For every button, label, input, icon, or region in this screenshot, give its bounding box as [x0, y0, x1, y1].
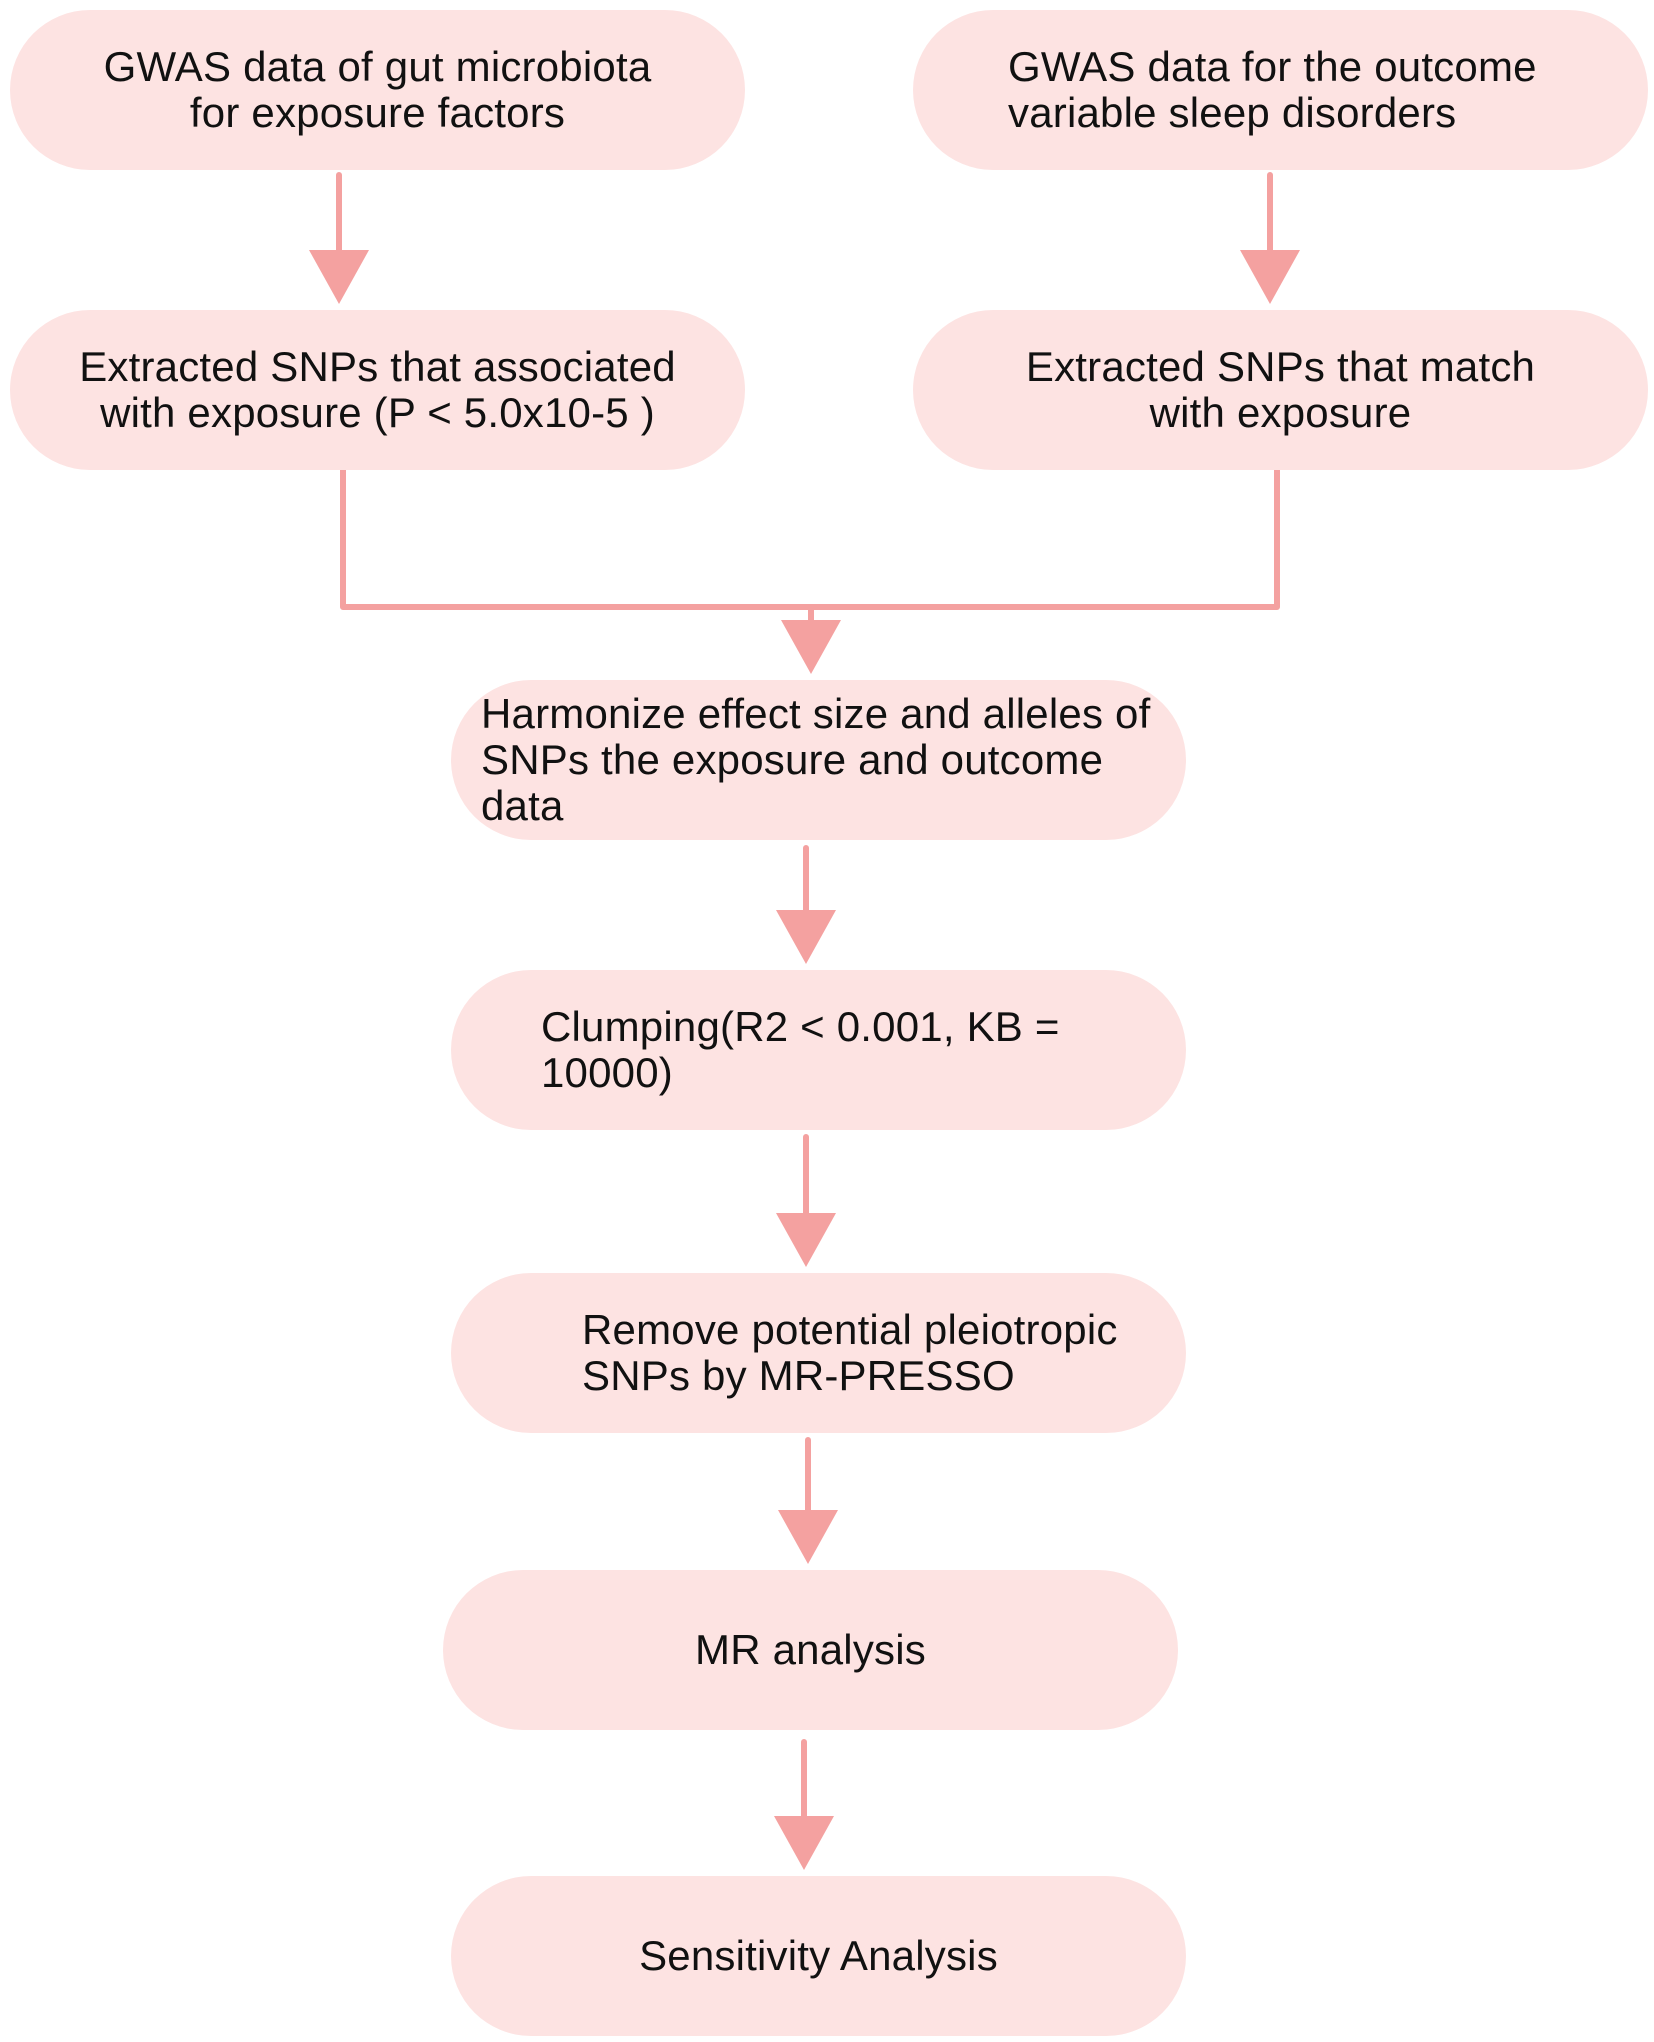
node-label: Extracted SNPs that associated with expo… — [79, 343, 676, 436]
node-gut-microbiota-gwas: GWAS data of gut microbiota for exposure… — [10, 10, 745, 170]
node-extract-matching-snps: Extracted SNPs that match with exposure — [913, 310, 1648, 470]
node-mr-analysis: MR analysis — [443, 1570, 1178, 1730]
node-label: Extracted SNPs that match with exposure — [1025, 343, 1536, 436]
node-harmonize: Harmonize effect size and alleles of SNP… — [451, 680, 1186, 840]
node-sleep-disorders-gwas: GWAS data for the outcome variable sleep… — [913, 10, 1648, 170]
node-label: MR analysis — [695, 1626, 926, 1673]
node-label: GWAS data for the outcome variable sleep… — [1008, 43, 1537, 136]
node-label: Remove potential pleiotropic SNPs by MR-… — [582, 1306, 1118, 1399]
node-label: Clumping(R2 < 0.001, KB = 10000) — [541, 1003, 1060, 1096]
node-label: Sensitivity Analysis — [639, 1932, 998, 1979]
node-sensitivity-analysis: Sensitivity Analysis — [451, 1876, 1186, 2036]
node-clumping: Clumping(R2 < 0.001, KB = 10000) — [451, 970, 1186, 1130]
node-label: Harmonize effect size and alleles of SNP… — [481, 690, 1151, 829]
node-extract-exposure-snps: Extracted SNPs that associated with expo… — [10, 310, 745, 470]
node-mr-presso: Remove potential pleiotropic SNPs by MR-… — [451, 1273, 1186, 1433]
merge-connector — [340, 467, 1280, 610]
node-label: GWAS data of gut microbiota for exposure… — [103, 43, 652, 136]
